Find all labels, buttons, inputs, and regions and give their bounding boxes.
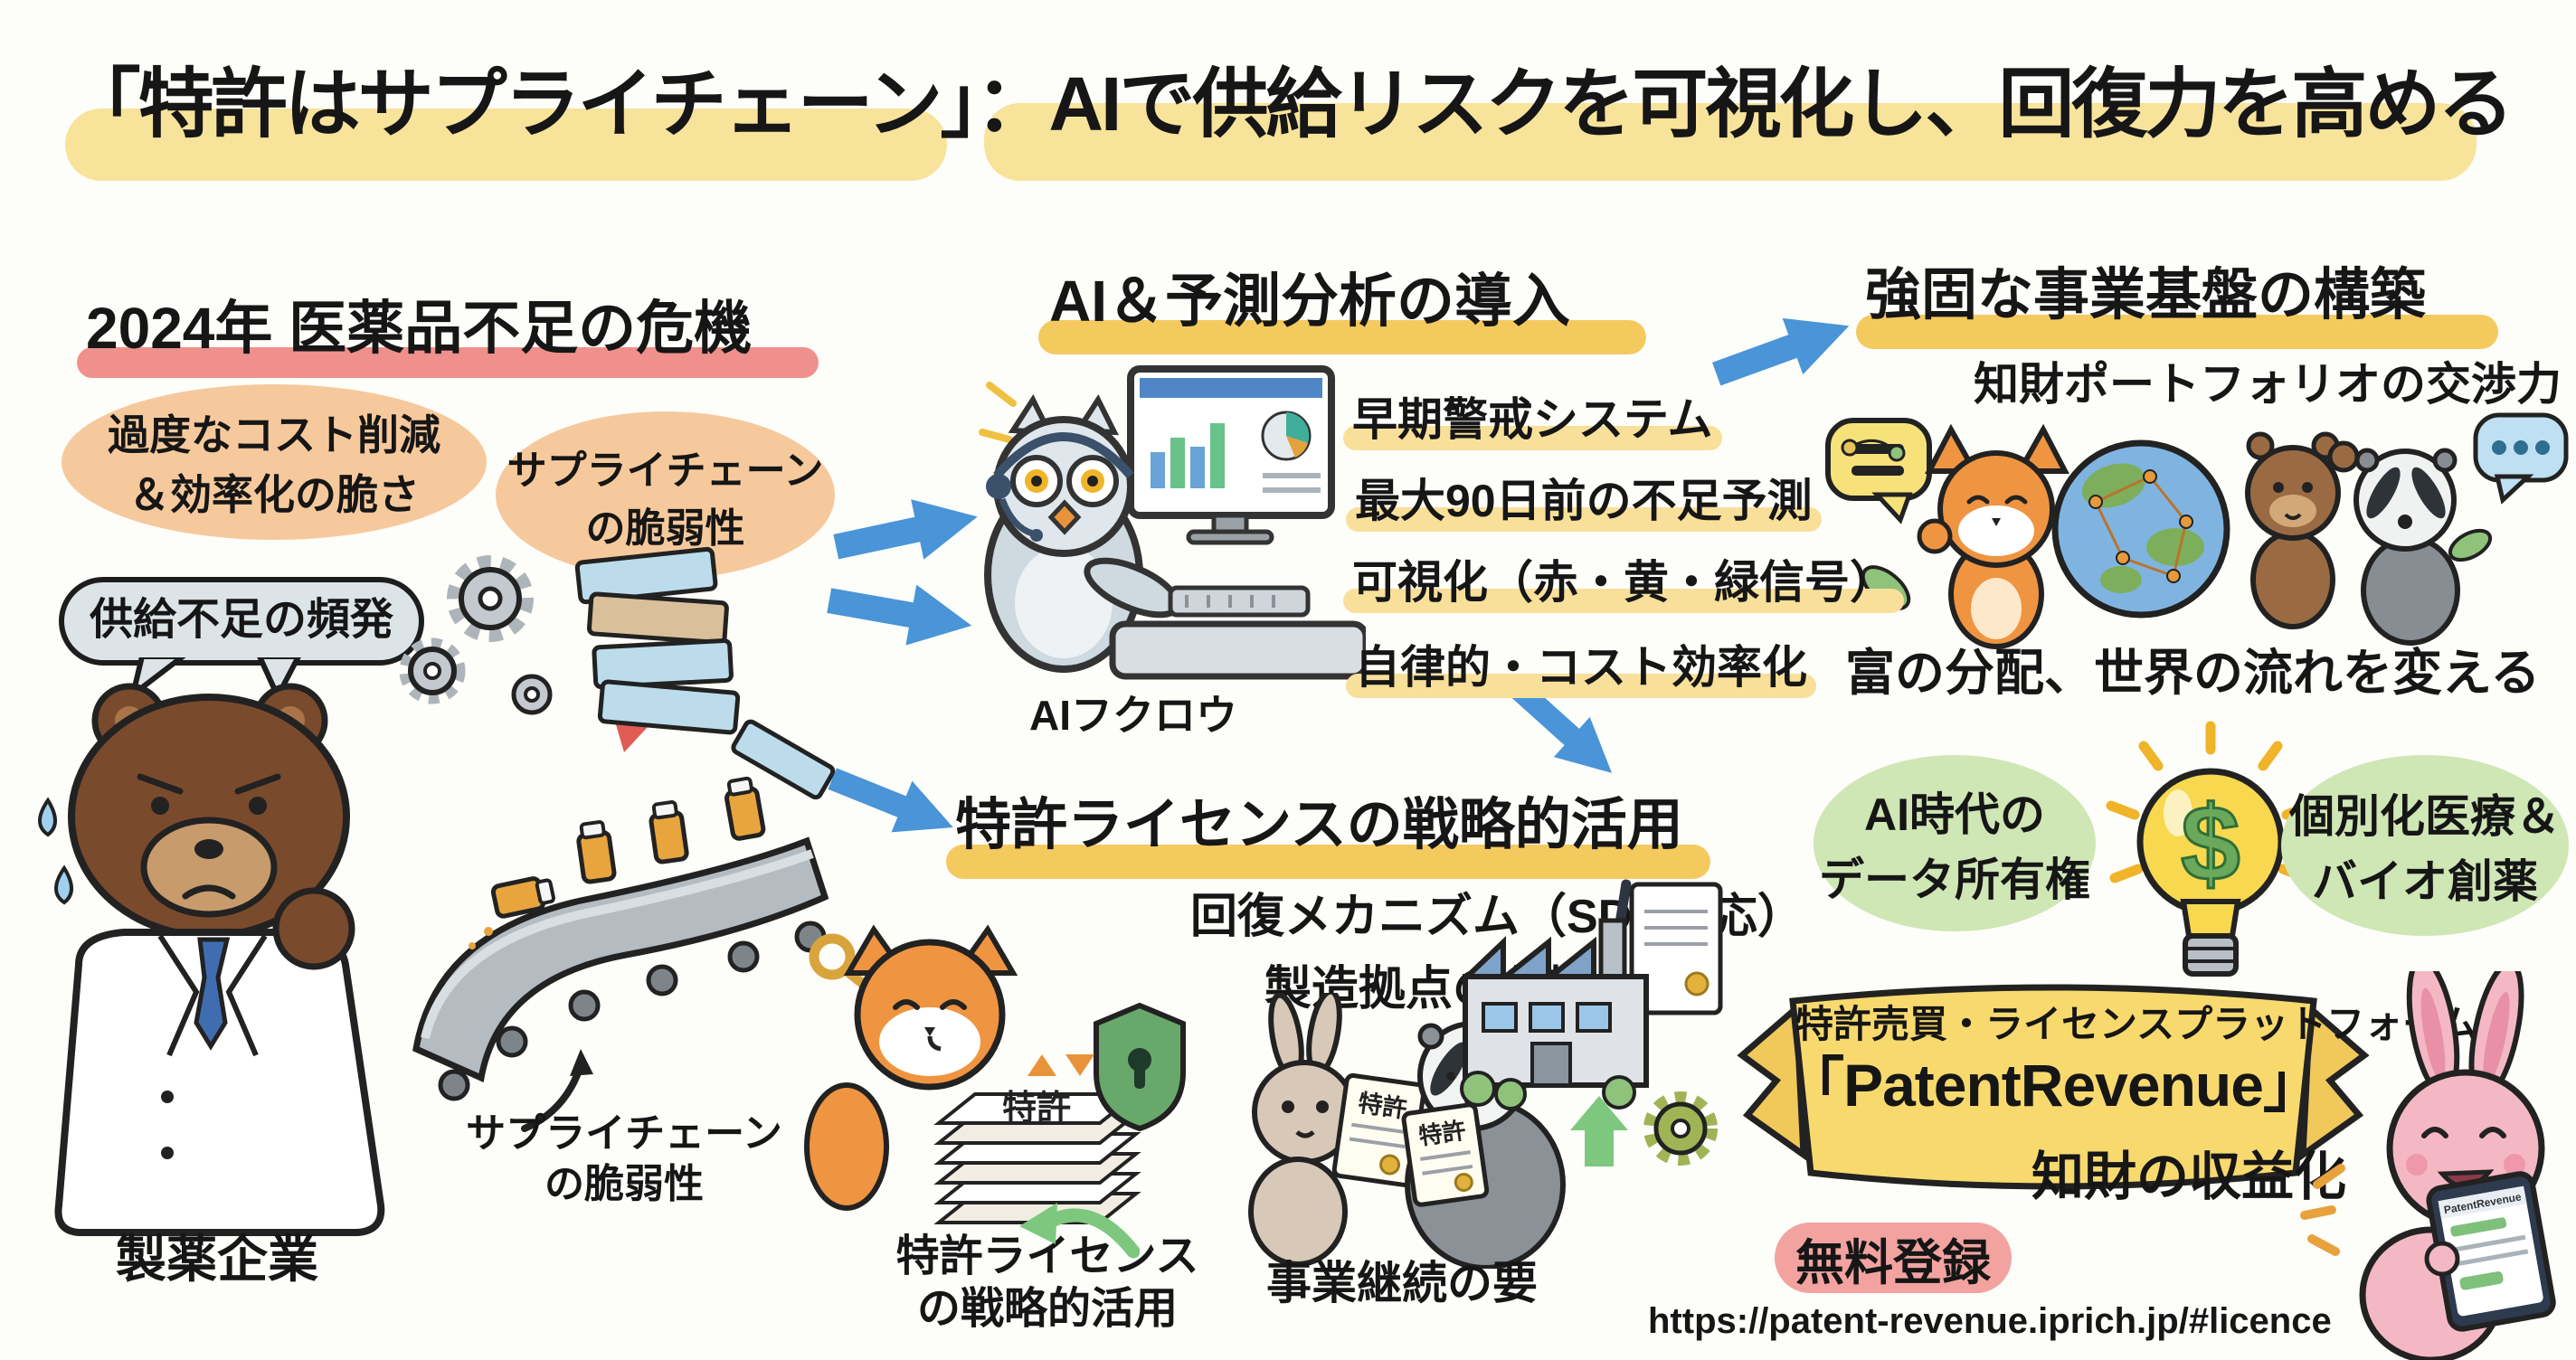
conveyor-illustration (399, 546, 836, 1132)
shortage-bubble-label: 供給不足の頻発 (89, 596, 393, 644)
factory-illustration (1458, 879, 1723, 1166)
platform-url: https://patent-revenue.iprich.jp/#licenc… (1648, 1301, 2332, 1341)
banner-platform-name: 「PatentRevenue」 (1785, 1052, 2323, 1119)
title-highlight-left (65, 109, 947, 181)
flow-arrow-to-foundation (1712, 317, 1850, 386)
certificate-icon (1609, 879, 1723, 1015)
green-up-arrow-icon (1570, 1096, 1628, 1166)
green-curved-arrow-icon (1019, 1203, 1140, 1259)
fox-character (1917, 423, 2069, 649)
foundation-heading-underline (1856, 315, 2498, 349)
free-register-badge: 無料登録 (1775, 1223, 2012, 1293)
dollar-symbol: $ (2181, 784, 2240, 903)
fox-label-line1: 特許ライセンス (895, 1232, 1199, 1280)
leaf-icon (2448, 528, 2493, 562)
sweat-drop-icon (38, 797, 73, 905)
pink-rabbit-with-tablet: PatentRevenue (2359, 971, 2556, 1360)
desk-keyboard (1109, 585, 1366, 680)
patent-certificate-icon: 特許 (1331, 1072, 1426, 1188)
factory-building-icon (1458, 918, 1649, 1110)
foundation-heading: 強固な事業基盤の構築 (1865, 264, 2427, 326)
cost-reduction-line1: 過度なコスト削減 (108, 411, 440, 458)
ai-feature-1: 早期警戒システム (1343, 383, 1721, 450)
shortage-speech-bubble (59, 577, 424, 702)
ai-feature-3: 可視化（赤・黄・緑信号） (1343, 546, 1904, 613)
ai-heading-underline (1038, 320, 1646, 354)
badger-character (2353, 448, 2493, 646)
fox-character (804, 924, 1018, 1211)
personalized-medicine-line2: バイオ創薬 (2312, 856, 2538, 907)
stacked-boxes (574, 546, 836, 800)
free-register-label: 無料登録 (1795, 1235, 1991, 1290)
supply-chain-line1: サプライチェーン (507, 448, 824, 493)
gear-icon (399, 555, 553, 715)
main-title: 「特許はサプライチェーン」：AIで供給リスクを可視化し、回復力を高める (64, 61, 2514, 146)
bear-tie (194, 937, 231, 1051)
conveyor-belt (412, 836, 829, 1101)
supply-chain-bubble: サプライチェーン の脆弱性 (496, 411, 835, 579)
rabbit-character (1248, 993, 1357, 1267)
cost-reduction-line2: ＆効率化の脆さ (128, 471, 420, 518)
rabbit-badger-exchange: 特許 特許 (1248, 993, 1566, 1269)
ribbon-banner-icon (1737, 984, 2370, 1190)
crisis-heading: 2024年 医薬品不足の危機 (86, 296, 753, 361)
personalized-medicine-line1: 個別化医療＆ (2289, 791, 2561, 842)
patent-certificate-icon: 特許 (1401, 1102, 1490, 1207)
bear-body-labcoat (54, 887, 385, 1236)
banner-top-line: 特許売買・ライセンスプラットフォーム (1795, 1003, 2477, 1045)
flow-arrow-to-license (828, 768, 953, 833)
svg-text:特許: 特許 (1357, 1090, 1409, 1123)
fox-label-line2: の戦略的活用 (916, 1285, 1178, 1333)
personalized-medicine-bubble: 個別化医療＆ バイオ創薬 (2281, 755, 2569, 936)
owl-label: AIフクロウ (1029, 692, 1237, 739)
headset-icon (993, 432, 1134, 479)
license-heading: 特許ライセンスの戦略的活用 (955, 794, 1683, 856)
shield-lock-icon (1094, 1002, 1186, 1132)
patent-stamp-text: 特許 (1002, 1090, 1071, 1128)
conveyor-label-line2: の脆弱性 (545, 1162, 704, 1206)
cost-reduction-bubble: 過度なコスト削減 ＆効率化の脆さ (62, 384, 487, 540)
equals-speech-bubble-icon (1825, 418, 1932, 524)
ai-feature-2: 最大90日前の不足予測 (1346, 465, 1822, 532)
bear-head (68, 683, 350, 940)
crisis-heading-underline (77, 347, 819, 378)
pill-bottle-icon (469, 776, 766, 949)
bear-label: 製薬企業 (116, 1231, 318, 1288)
data-ownership-line2: データ所有権 (1819, 854, 2090, 905)
supply-chain-line2: の脆弱性 (585, 505, 745, 551)
data-ownership-line1: AI時代の (1864, 789, 2045, 840)
globe-network-icon (2051, 439, 2230, 619)
bear-paw (272, 887, 355, 970)
flow-arrow-ai-down (1510, 680, 1613, 773)
green-gear-icon (1643, 1091, 1718, 1166)
rabbit-paw (2424, 1241, 2460, 1277)
bear-paw (2327, 440, 2360, 473)
monitor-icon (1127, 365, 1335, 545)
exchange-arrows-icon (1028, 1054, 1094, 1076)
bulb-base (2183, 933, 2239, 977)
owl-character (984, 393, 1181, 673)
monetize-label: 知財の収益化 (2031, 1148, 2346, 1206)
svg-text:特許: 特許 (1417, 1117, 1468, 1150)
dots-speech-bubble-icon (2473, 412, 2569, 505)
flow-arrow-to-ai-1 (833, 499, 978, 560)
conveyor-label-line1: サプライチェーン (466, 1111, 782, 1156)
exchange-label: 事業継続の要 (1266, 1258, 1538, 1308)
ai-owl-at-computer (979, 365, 1366, 680)
flow-arrow-to-ai-2 (827, 584, 972, 646)
sparkle-dashes-icon (2300, 1164, 2345, 1256)
bear-doctor-character (38, 683, 385, 1236)
data-ownership-bubble: AI時代の データ所有権 (1814, 755, 2096, 931)
ai-heading: AI＆予測分析の導入 (1049, 269, 1570, 334)
fox-with-patents: 特許 (804, 924, 1186, 1224)
label-arrow-icon (521, 1049, 593, 1132)
tablet-icon: PatentRevenue (2426, 1171, 2556, 1332)
foundation-subheading: 知財ポートフォリオの交渉力 (1974, 359, 2562, 410)
ai-feature-4: 自律的・コスト効率化 (1346, 631, 1816, 698)
license-heading-underline (946, 845, 1710, 879)
wealth-line: 富の分配、世界の流れを変える (1845, 645, 2541, 701)
bear-cub-character (2245, 431, 2360, 629)
animals-globe-scene (1825, 412, 2569, 649)
title-highlight-right (984, 103, 2477, 181)
